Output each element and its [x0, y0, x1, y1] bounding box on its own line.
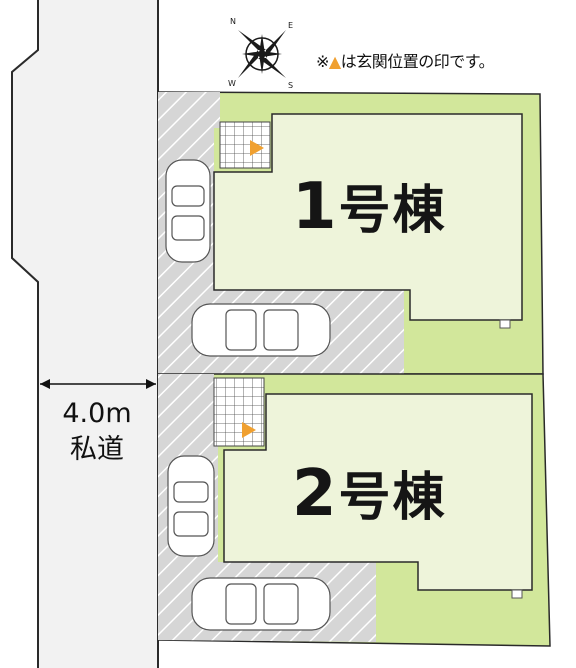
car-icon: [191, 303, 331, 357]
car-icon: [165, 159, 211, 263]
legend-mark: ※: [316, 52, 329, 71]
entrance-marker-2: [242, 422, 256, 438]
compass-e: E: [288, 21, 293, 30]
car-icon: [167, 455, 215, 557]
entrance-marker-1: [250, 140, 264, 156]
entrance-legend: ※▲は玄関位置の印です。: [316, 48, 495, 72]
building-2-suffix: 号棟: [338, 468, 447, 528]
building-1-suffix: 号棟: [338, 181, 447, 241]
car-icon: [191, 577, 331, 631]
compass-s: S: [288, 81, 293, 90]
compass-n: N: [230, 17, 236, 26]
building-2-number: 2: [292, 457, 339, 531]
legend-text: は玄関位置の印です。: [340, 52, 495, 71]
road-width-label: 4.0m: [62, 398, 132, 429]
building-1-number: 1: [292, 170, 339, 244]
compass-rose-icon: N E S W: [228, 17, 293, 90]
building-1-label: 1号棟: [292, 168, 447, 244]
entrance-triangle-icon: ▲: [328, 52, 341, 71]
road-width-dimension: [40, 379, 156, 389]
building-2-label: 2号棟: [292, 455, 447, 531]
private-road: [11, 0, 159, 668]
compass-w: W: [228, 79, 236, 88]
parked-cars: [165, 159, 331, 631]
road-name-label: 私道: [70, 434, 124, 465]
